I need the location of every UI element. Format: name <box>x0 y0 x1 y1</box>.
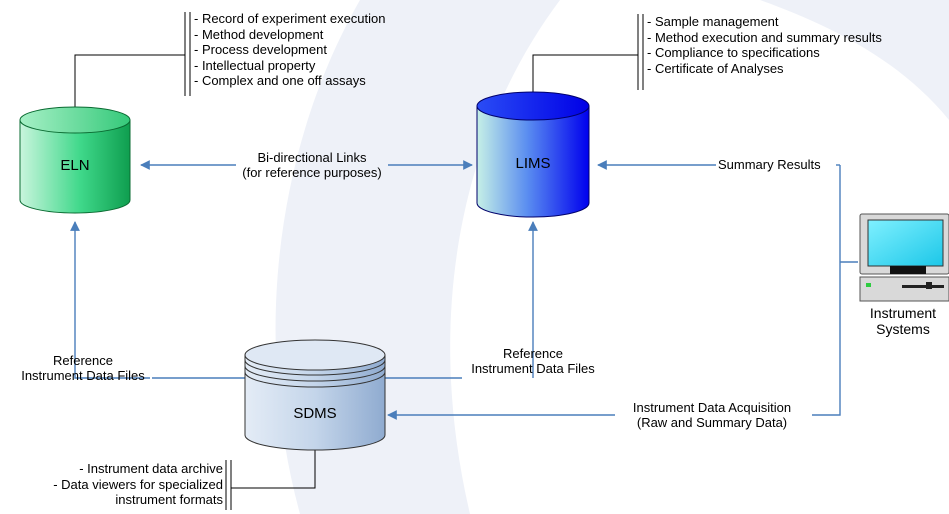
lims-note: - Method execution and summary results <box>647 29 882 45</box>
bidirectional-line1: Bi-directional Links <box>257 150 367 165</box>
eln-note: - Process development <box>194 42 327 57</box>
acquisition-label: Instrument Data Acquisition (Raw and Sum… <box>612 400 812 430</box>
reference-left-line2: Instrument Data Files <box>21 368 145 383</box>
reference-right-line2: Instrument Data Files <box>471 361 595 376</box>
bidirectional-links-label: Bi-directional Links (for reference purp… <box>212 150 412 180</box>
sdms-notes-list: - Instrument data archive - Data viewers… <box>53 461 223 508</box>
eln-notes-list: - Record of experiment execution - Metho… <box>194 11 385 89</box>
reference-right-line1: Reference <box>503 346 563 361</box>
reference-left-label: Reference Instrument Data Files <box>8 353 158 383</box>
instrument-systems-label: Instrument Systems <box>857 305 949 337</box>
lims-label: LIMS <box>515 155 551 172</box>
data-flow-lines <box>70 160 858 420</box>
eln-note: - Intellectual property <box>194 57 316 73</box>
background-swoosh-right <box>760 0 949 120</box>
lims-database <box>476 91 590 218</box>
summary-results-label: Summary Results <box>718 157 821 172</box>
acquisition-line2: (Raw and Summary Data) <box>636 415 788 430</box>
instrument-line2: Systems <box>876 321 930 337</box>
eln-label: ELN <box>60 157 90 174</box>
acquisition-line1: Instrument Data Acquisition <box>632 400 792 415</box>
instrument-line1: Instrument <box>869 305 937 321</box>
eln-database <box>19 106 131 214</box>
sdms-note: - Instrument data archive <box>79 461 223 476</box>
reference-right-label: Reference Instrument Data Files <box>458 346 608 376</box>
lims-note: - Sample management <box>647 14 779 29</box>
sdms-note: instrument formats <box>115 492 223 507</box>
sdms-note: - Data viewers for specialized <box>53 476 223 492</box>
lims-notes-list: - Sample management - Method execution a… <box>647 14 882 76</box>
lims-note: - Certificate of Analyses <box>647 60 784 76</box>
eln-note: - Record of experiment execution <box>194 11 386 26</box>
note-connectors <box>74 12 644 510</box>
sdms-database <box>244 339 386 451</box>
sdms-label: SDMS <box>293 405 337 422</box>
reference-left-line1: Reference <box>53 353 113 368</box>
bidirectional-line2: (for reference purposes) <box>242 165 382 180</box>
eln-note: - Complex and one off assays <box>194 73 366 88</box>
eln-note: - Method development <box>194 26 324 42</box>
lims-note: - Compliance to specifications <box>647 45 820 60</box>
computer-icon <box>859 213 949 302</box>
